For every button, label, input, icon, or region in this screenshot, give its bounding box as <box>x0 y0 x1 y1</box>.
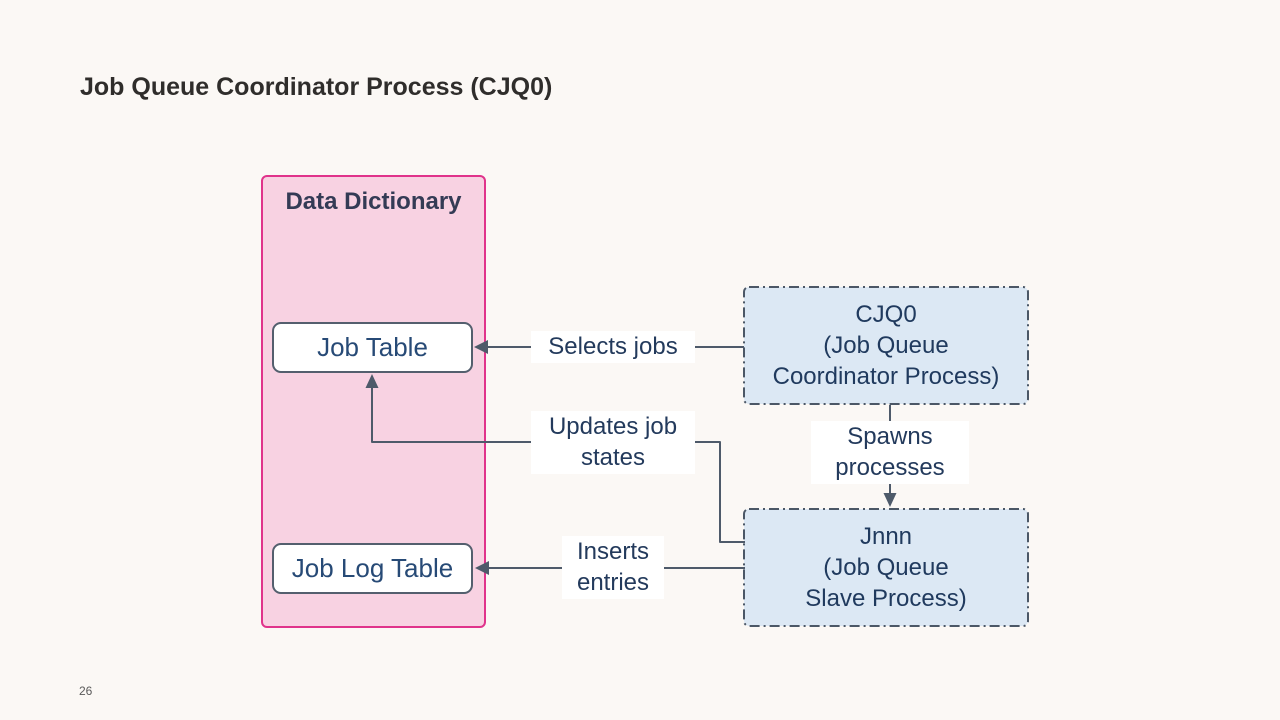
page-title: Job Queue Coordinator Process (CJQ0) <box>80 73 553 101</box>
page-number: 26 <box>79 684 93 698</box>
spawns-processes-arrowhead <box>883 493 897 507</box>
updates-job-states-label: Updates job states <box>531 411 695 474</box>
inserts-entries-arrowhead <box>475 561 489 575</box>
updates-job-states-arrowhead <box>365 374 379 388</box>
inserts-line1: Inserts <box>576 538 650 565</box>
jnnn-line2: (Job Queue <box>823 554 949 581</box>
selects-jobs-text: Selects jobs <box>548 333 678 360</box>
updates-line1: Updates job <box>548 413 678 440</box>
selects-jobs-label: Selects jobs <box>531 331 695 363</box>
job-table-label: Job Table <box>317 332 428 362</box>
cjq0-process-box <box>743 286 1029 405</box>
cjq0-line3: Coordinator Process) <box>772 363 1000 390</box>
job-log-table-box: Job Log Table <box>272 543 473 594</box>
cjq0-line1: CJQ0 <box>855 301 917 328</box>
cjq0-process-label: CJQ0 (Job Queue Coordinator Process) <box>744 299 1028 392</box>
job-table-box: Job Table <box>272 322 473 373</box>
inserts-line2: entries <box>576 569 650 596</box>
selects-jobs-arrowhead <box>474 340 488 354</box>
inserts-entries-label: Inserts entries <box>562 536 664 599</box>
jnnn-line3: Slave Process) <box>805 585 967 612</box>
jnnn-process-label: Jnnn (Job Queue Slave Process) <box>744 521 1028 614</box>
jnnn-line1: Jnnn <box>859 523 913 550</box>
updates-job-states-line <box>371 387 745 543</box>
spawns-line1: Spawns <box>847 423 933 450</box>
spawns-line2: processes <box>835 454 945 481</box>
jnnn-process-box <box>743 508 1029 627</box>
data-dictionary-title: Data Dictionary <box>285 188 462 215</box>
spawns-processes-label: Spawns processes <box>811 421 969 484</box>
updates-line2: states <box>580 444 646 471</box>
job-log-table-label: Job Log Table <box>291 553 454 583</box>
cjq0-line2: (Job Queue <box>823 332 949 359</box>
